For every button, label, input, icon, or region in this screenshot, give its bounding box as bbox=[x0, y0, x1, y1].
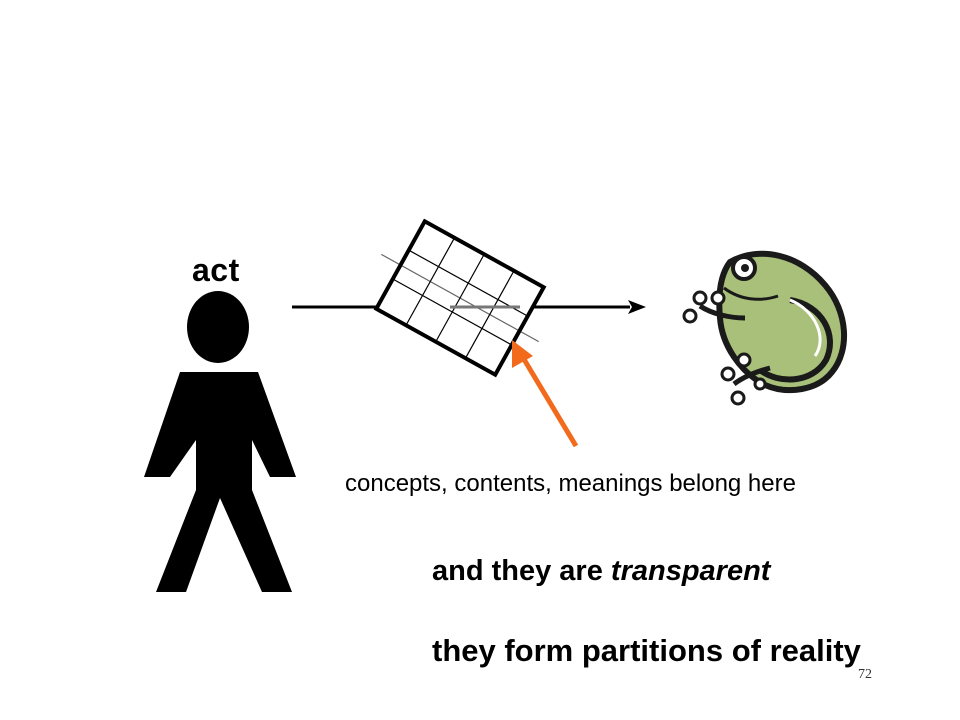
page-number: 72 bbox=[858, 667, 872, 682]
frog-icon bbox=[682, 250, 848, 406]
grid-window-icon bbox=[373, 218, 547, 378]
transparent-emphasis: transparent bbox=[610, 555, 771, 587]
concepts-caption: concepts, contents, meanings belong here bbox=[345, 470, 796, 497]
partitions-statement: they form partitions of reality bbox=[432, 633, 861, 668]
stick-person-icon bbox=[144, 291, 296, 592]
transparent-statement: and they are transparent bbox=[432, 555, 770, 588]
orange-pointer-arrow bbox=[512, 340, 579, 448]
transparent-statement-prefix: and they are bbox=[432, 555, 611, 587]
act-label: act bbox=[192, 252, 240, 288]
